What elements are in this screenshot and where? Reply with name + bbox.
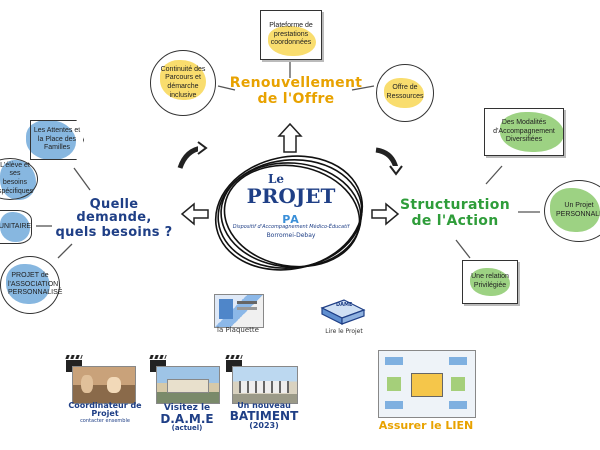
visitez-line3: (actuel): [171, 424, 203, 432]
node-offre-ressources-label: Offre de Ressources: [386, 84, 424, 100]
section-demande-title: Quelle demande, quels besoins ?: [54, 198, 174, 239]
node-association-label: PROJET de l'ASSOCIATION PERSONNALISÉ: [8, 271, 63, 297]
batiment-caption: Un nouveau BATIMENT (2023): [226, 402, 302, 430]
section-structuration-line1: Structuration: [400, 197, 510, 213]
node-association[interactable]: PROJET de l'ASSOCIATION PERSONNALISÉ: [0, 256, 63, 314]
center-project[interactable]: Le PROJET PA Dispositif d'Accompagnement…: [230, 172, 352, 262]
center-le: Le: [267, 172, 285, 186]
node-attentes[interactable]: Les Attentes et la Place des Familles: [30, 120, 84, 160]
arrow-to-continuite: [217, 85, 236, 91]
plaquette-caption: la Plaquette: [217, 326, 259, 334]
visitez-line2: D.A.M.E: [160, 412, 214, 426]
node-attentes-label: Les Attentes et la Place des Familles: [33, 126, 81, 152]
book-label: DAME: [336, 302, 353, 308]
visitez-line1: Visitez le: [163, 403, 211, 413]
center-subtitle: Dispositif d'Accompagnement Médico-Éduca…: [232, 224, 350, 230]
node-plateforme-label: Plateforme de prestations coordonnées: [269, 21, 313, 47]
node-modalites[interactable]: Des Modalités d'Accompagnement Diversifi…: [484, 108, 564, 156]
batiment-line2: BATIMENT: [229, 409, 299, 423]
arrow-center-up: [277, 122, 303, 153]
node-relation-label: Une relation Privilégiée: [471, 273, 509, 289]
arrow-to-association: [57, 243, 73, 259]
center-logo-letters: PA: [282, 213, 300, 226]
node-besoins-label: L'élève et ses besoins spécifiques: [0, 161, 34, 195]
highlight-plateforme: [268, 26, 316, 56]
lien-caption: Assurer le LIEN: [378, 419, 474, 432]
center-logo: PA: [230, 208, 352, 226]
section-offre-title: Renouvellement de l'Offre: [228, 76, 364, 106]
node-unitaire-label: UNITAIRE: [0, 222, 32, 230]
node-projet-personnalise[interactable]: Un Projet PERSONNALISÉ: [544, 180, 600, 242]
arrow-to-offre-ressources: [351, 85, 375, 91]
coordinateur-photo[interactable]: [72, 366, 136, 404]
coordinateur-caption: Coordinateur de Projet contacter ensembl…: [60, 402, 150, 424]
visitez-photo[interactable]: [156, 366, 220, 404]
section-offre-line2: de l'Offre: [257, 91, 335, 107]
section-structuration-title: Structuration de l'Action: [400, 198, 510, 228]
node-offre-ressources[interactable]: Offre de Ressources: [376, 64, 434, 122]
curved-arrow-top-right: [375, 147, 399, 169]
node-continuite-label: Continuité des Parcours et démarche incl…: [160, 65, 206, 99]
coordinateur-line2: contacter ensemble: [80, 418, 130, 424]
arrow-to-relation: [455, 239, 471, 259]
node-unitaire[interactable]: UNITAIRE: [0, 210, 32, 244]
highlight-relation: [470, 268, 510, 296]
node-projet-personnalise-label: Un Projet PERSONNALISÉ: [556, 202, 600, 218]
batiment-photo[interactable]: [232, 366, 298, 404]
node-modalites-label: Des Modalités d'Accompagnement Diversifi…: [493, 118, 555, 144]
highlight-attentes: [26, 120, 76, 160]
arrow-center-right: [371, 202, 400, 226]
section-demande-line2: quels besoins ?: [55, 225, 173, 240]
batiment-line3: (2023): [249, 421, 279, 430]
section-demande-line1: Quelle demande,: [76, 197, 152, 225]
batiment-line1: Un nouveau: [237, 401, 291, 410]
lien-diagram-thumbnail[interactable]: [378, 350, 476, 418]
section-offre-line1: Renouvellement: [229, 75, 363, 91]
section-structuration-line2: de l'Action: [411, 213, 499, 229]
arrow-to-modalites: [485, 165, 503, 185]
arrow-to-attentes: [73, 167, 91, 191]
center-place: Borromei-Debay: [266, 232, 316, 239]
plaquette-thumbnail[interactable]: [214, 294, 264, 328]
center-projet: PROJET: [246, 184, 336, 208]
highlight-modalites: [500, 112, 564, 152]
node-continuite[interactable]: Continuité des Parcours et démarche incl…: [150, 50, 216, 116]
node-plateforme[interactable]: Plateforme de prestations coordonnées: [260, 10, 322, 60]
coordinateur-line1: Coordinateur de Projet: [68, 401, 142, 418]
node-relation[interactable]: Une relation Privilégiée: [462, 260, 518, 304]
visitez-caption: Visitez le D.A.M.E (actuel): [150, 404, 224, 432]
lire-projet-caption: Lire le Projet: [325, 328, 363, 335]
arrow-center-left: [180, 202, 209, 226]
